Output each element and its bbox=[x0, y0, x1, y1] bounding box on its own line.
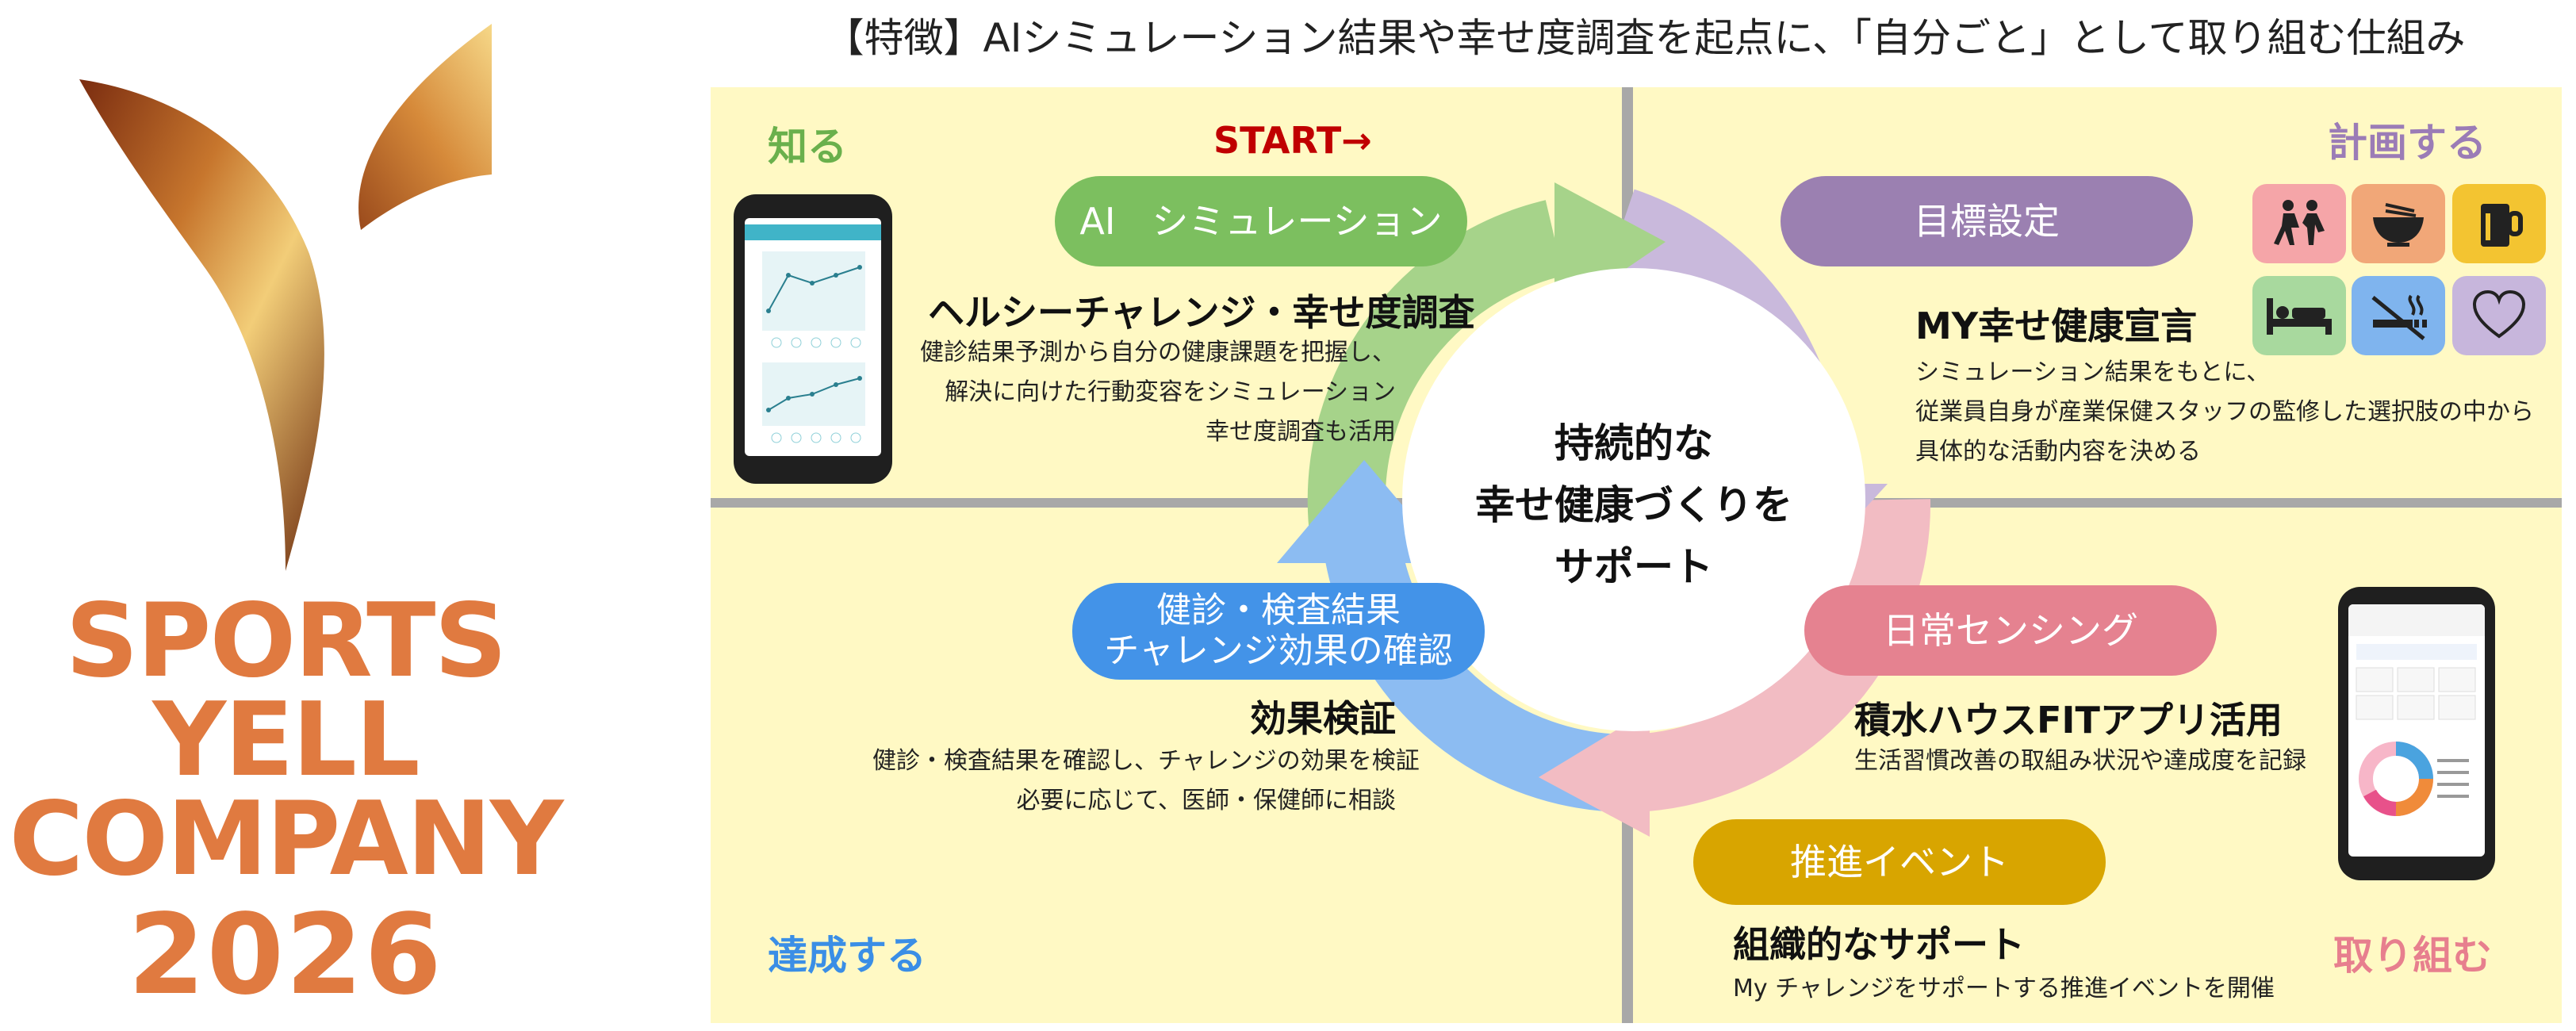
cycle-arrows bbox=[1277, 182, 1931, 837]
exercise-icon bbox=[2252, 184, 2346, 263]
desc-line: 必要に応じて、医師・保健師に相談 bbox=[1016, 787, 1397, 814]
phone-simulation-screenshot bbox=[734, 194, 892, 484]
desc-fit-app: 生活習慣改善の取組み状況や達成度を記録 bbox=[1854, 742, 2306, 781]
no-smoking-icon bbox=[2352, 276, 2445, 355]
phone-fit-app-screenshot bbox=[2338, 587, 2495, 880]
cycle-center-disc bbox=[1402, 268, 1865, 731]
phone-app-dashboard bbox=[2348, 604, 2485, 816]
step-pill-goal-setting: 目標設定 bbox=[1781, 176, 2193, 266]
pill-check-line-1: 健診・検査結果 bbox=[1156, 590, 1401, 631]
step-pill-daily-sensing: 日常センシング bbox=[1804, 585, 2217, 676]
quadrant-label-achieve: 達成する bbox=[768, 933, 926, 979]
desc-line: My チャレンジをサポートする推進イベントを開催 bbox=[1733, 975, 2275, 1002]
heading-effect-verification: 効果検証 bbox=[1250, 697, 1396, 740]
company-logo: SPORTS YELL COMPANY 2026 bbox=[0, 0, 571, 1031]
logo-text-company: COMPANY bbox=[9, 780, 563, 899]
pill-check-line-2: チャレンジ効果の確認 bbox=[1104, 630, 1453, 671]
cycle-arrow-green bbox=[1307, 200, 1564, 536]
sleep-icon bbox=[2252, 276, 2346, 355]
quadrant-label-act: 取り組む bbox=[2333, 933, 2492, 979]
heading-organizational-support: 組織的なサポート bbox=[1733, 923, 2025, 966]
desc-line: 解決に向けた行動変容をシミュレーション bbox=[945, 378, 1396, 406]
desc-healthy-challenge: 健診結果予測から自分の健康課題を把握し、 解決に向けた行動変容をシミュレーション… bbox=[872, 333, 1396, 452]
center-line-2: 幸せ健康づくりを bbox=[1475, 482, 1792, 528]
desc-my-declaration: シミュレーション結果をもとに、 従業員自身が産業保健スタッフの監修した選択肢の中… bbox=[1915, 353, 2534, 472]
cycle-center-text: 持続的な 幸せ健康づくりを サポート bbox=[1420, 412, 1848, 598]
drink-icon bbox=[2452, 184, 2546, 263]
logo-wing-mark bbox=[79, 24, 492, 571]
center-line-1: 持続的な bbox=[1554, 420, 1713, 466]
desc-line: 幸せ度調査も活用 bbox=[1206, 418, 1396, 446]
logo-text-yell: YELL bbox=[152, 681, 420, 799]
phone-line-charts bbox=[762, 251, 865, 443]
quadrant-label-know: 知る bbox=[768, 124, 847, 170]
desc-line: 生活習慣改善の取組み状況や達成度を記録 bbox=[1854, 747, 2306, 775]
heading-fit-app: 積水ハウスFITアプリ活用 bbox=[1854, 699, 2283, 742]
phone-app-bar bbox=[745, 224, 881, 240]
desc-organizational-support: My チャレンジをサポートする推進イベントを開催 bbox=[1733, 969, 2275, 1009]
page-title: 【特徴】AIシミュレーション結果や幸せ度調査を起点に、「自分ごと」として取り組む… bbox=[824, 15, 2466, 61]
step-pill-promotion-event: 推進イベント bbox=[1693, 819, 2106, 905]
meal-icon bbox=[2352, 184, 2445, 263]
arrowhead-pink bbox=[1539, 710, 1650, 837]
step-pill-result-check: 健診・検査結果 チャレンジ効果の確認 bbox=[1072, 583, 1485, 680]
heart-icon bbox=[2452, 276, 2546, 355]
cycle-arrow-pink bbox=[1631, 499, 1931, 812]
heading-healthy-challenge: ヘルシーチャレンジ・幸せ度調査 bbox=[928, 291, 1475, 334]
desc-effect-verification: 健診・検査結果を確認し、チャレンジの効果を検証 必要に応じて、医師・保健師に相談 bbox=[872, 742, 1420, 821]
desc-line: 健診・検査結果を確認し、チャレンジの効果を検証 bbox=[872, 747, 1420, 775]
phone-screen bbox=[2348, 604, 2485, 857]
logo-text-sports: SPORTS bbox=[65, 582, 507, 700]
desc-line: 従業員自身が産業保健スタッフの監修した選択肢の中から bbox=[1915, 398, 2534, 426]
logo-text-year: 2026 bbox=[128, 891, 443, 1020]
quadrant-label-plan: 計画する bbox=[2328, 120, 2486, 166]
step-pill-ai-simulation: AI シミュレーション bbox=[1055, 176, 1467, 266]
start-label: START→ bbox=[1213, 119, 1372, 162]
desc-line: 健診結果予測から自分の健康課題を把握し、 bbox=[920, 339, 1396, 366]
heading-my-declaration: MY幸せ健康宣言 bbox=[1915, 305, 2198, 347]
phone-screen bbox=[745, 218, 881, 456]
desc-line: シミュレーション結果をもとに、 bbox=[1915, 358, 2271, 386]
desc-line: 具体的な活動内容を決める bbox=[1915, 438, 2201, 466]
center-line-3: サポート bbox=[1554, 544, 1713, 590]
